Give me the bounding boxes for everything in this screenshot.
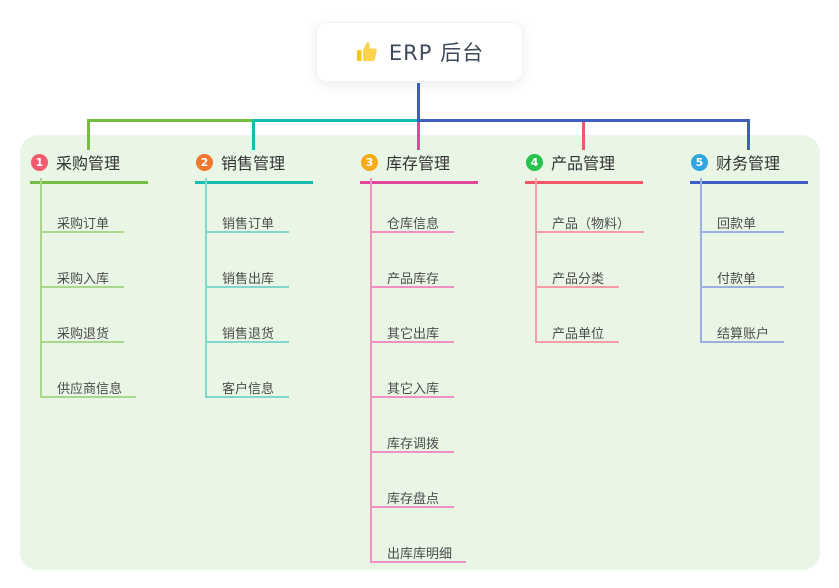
child-node[interactable]: 采购订单 xyxy=(42,178,124,233)
branch-header-inventory[interactable]: 3 库存管理 xyxy=(360,145,478,184)
branch-header-product[interactable]: 4 产品管理 xyxy=(525,145,643,184)
child-node[interactable]: 销售出库 xyxy=(207,233,289,288)
child-node[interactable]: 销售订单 xyxy=(207,178,289,233)
branch-number-badge: 2 xyxy=(196,153,213,171)
branch-label: 库存管理 xyxy=(386,154,451,173)
rail-segment-sales xyxy=(252,119,417,122)
branch-number-badge: 1 xyxy=(31,153,48,171)
child-node[interactable]: 结算账户 xyxy=(702,288,784,343)
root-node[interactable]: ERP 后台 xyxy=(316,22,523,82)
branch-children-sales: 销售订单销售出库销售退货客户信息 xyxy=(205,178,289,398)
child-node[interactable]: 产品分类 xyxy=(537,233,619,288)
branch-children-inventory: 仓库信息产品库存其它出库其它入库库存调拨库存盘点出库库明细 xyxy=(370,178,467,563)
child-node[interactable]: 采购退货 xyxy=(42,288,124,343)
branch-header-finance[interactable]: 5 财务管理 xyxy=(690,145,808,184)
child-node[interactable]: 其它入库 xyxy=(372,343,454,398)
child-node[interactable]: 其它出库 xyxy=(372,288,454,343)
branch-label: 采购管理 xyxy=(56,154,121,173)
child-node[interactable]: 销售退货 xyxy=(207,288,289,343)
branch-drop-purchase xyxy=(87,119,90,150)
child-node[interactable]: 产品单位 xyxy=(537,288,619,343)
branch-label: 产品管理 xyxy=(551,154,616,173)
branch-label: 财务管理 xyxy=(716,154,781,173)
branch-drop-inventory xyxy=(417,122,420,150)
branch-header-sales[interactable]: 2 销售管理 xyxy=(195,145,313,184)
child-node[interactable]: 产品（物料） xyxy=(537,178,645,233)
child-node[interactable]: 回款单 xyxy=(702,178,784,233)
branch-children-product: 产品（物料）产品分类产品单位 xyxy=(535,178,645,343)
branch-number-badge: 5 xyxy=(691,153,708,171)
child-node[interactable]: 付款单 xyxy=(702,233,784,288)
branch-number-badge: 3 xyxy=(361,153,378,171)
branches-panel xyxy=(20,135,820,570)
branch-drop-product xyxy=(582,122,585,150)
branch-drop-finance xyxy=(747,119,750,150)
child-node[interactable]: 供应商信息 xyxy=(42,343,137,398)
child-node[interactable]: 库存盘点 xyxy=(372,453,454,508)
rail-segment-finance xyxy=(420,119,750,122)
child-node[interactable]: 库存调拨 xyxy=(372,398,454,453)
thumbs-up-icon xyxy=(355,40,379,64)
child-node[interactable]: 客户信息 xyxy=(207,343,289,398)
child-node[interactable]: 产品库存 xyxy=(372,233,454,288)
branch-children-purchase: 采购订单采购入库采购退货供应商信息 xyxy=(40,178,137,398)
branch-drop-sales xyxy=(252,119,255,150)
branch-label: 销售管理 xyxy=(221,154,286,173)
branch-header-purchase[interactable]: 1 采购管理 xyxy=(30,145,148,184)
child-node[interactable]: 采购入库 xyxy=(42,233,124,288)
root-title: ERP 后台 xyxy=(388,41,485,65)
rail-segment-purchase xyxy=(87,119,252,122)
child-node[interactable]: 仓库信息 xyxy=(372,178,454,233)
root-stem-line xyxy=(417,83,420,122)
branch-number-badge: 4 xyxy=(526,153,543,171)
child-node[interactable]: 出库库明细 xyxy=(372,508,467,563)
branch-children-finance: 回款单付款单结算账户 xyxy=(700,178,784,343)
